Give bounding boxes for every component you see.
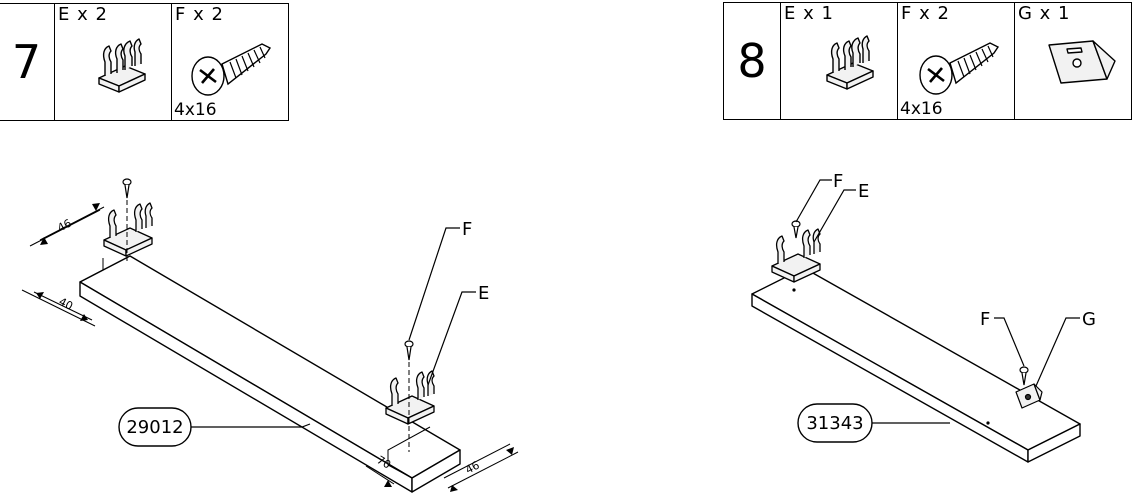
step7-part-e-cell: E x 2 bbox=[54, 3, 172, 121]
step7-dimension-bottom-left: 40 bbox=[57, 295, 75, 313]
step8-part-f-quantity: F x 2 bbox=[901, 3, 950, 24]
step8-part-g-quantity: G x 1 bbox=[1018, 3, 1071, 24]
step7-dimension-top-left: 46 bbox=[55, 217, 73, 235]
screw-icon bbox=[191, 43, 272, 96]
step8-screw-top bbox=[791, 220, 801, 239]
step8-callout-e: E bbox=[858, 181, 869, 202]
step8-clip bbox=[771, 228, 821, 283]
step8-part-g-cell: G x 1 bbox=[1014, 2, 1132, 120]
step8-number: 8 bbox=[737, 34, 767, 88]
step7-part-f-cell: F x 2 4x16 bbox=[171, 3, 289, 121]
step7-parts-table: 7 E x 2 F x 2 bbox=[0, 3, 289, 121]
step7-assembly-diagram: F E 46 40 70 46 29012 bbox=[21, 178, 519, 493]
step8-part-e-cell: E x 1 bbox=[780, 2, 898, 120]
step7-board bbox=[79, 255, 461, 493]
angle-bracket-icon bbox=[1048, 40, 1116, 84]
step7-screw-right bbox=[404, 340, 414, 361]
step7-dimension-right-46: 46 bbox=[463, 459, 481, 477]
step8-angle-bracket bbox=[1015, 383, 1043, 409]
step7-screw-left bbox=[122, 178, 132, 199]
screw-icon bbox=[919, 42, 1000, 95]
step8-callout-f-top: F bbox=[833, 171, 843, 192]
step8-part-f-size: 4x16 bbox=[900, 99, 943, 119]
step7-clip-left bbox=[103, 202, 153, 257]
step8-parts-table: 8 E x 1 F x 2 bbox=[723, 2, 1132, 120]
step7-number-cell: 7 bbox=[0, 3, 55, 121]
step8-board-code-badge: 31343 bbox=[797, 403, 950, 443]
step7-board-code: 29012 bbox=[126, 417, 183, 438]
step7-number: 7 bbox=[11, 35, 42, 89]
step7-callout-e: E bbox=[478, 283, 489, 304]
step8-part-e-quantity: E x 1 bbox=[784, 3, 834, 24]
clip-bracket-icon bbox=[826, 35, 874, 90]
step8-callout-g: G bbox=[1082, 309, 1096, 330]
step8-board-code: 31343 bbox=[806, 413, 863, 434]
step7-board-code-badge: 29012 bbox=[118, 407, 311, 447]
step7-clip-right bbox=[385, 370, 435, 425]
step8-assembly-diagram: F E F G 31343 bbox=[751, 171, 1096, 463]
step7-part-e-quantity: E x 2 bbox=[58, 4, 108, 25]
step7-part-f-quantity: F x 2 bbox=[175, 4, 224, 25]
step8-screw-right bbox=[1019, 366, 1029, 386]
step7-callout-f: F bbox=[462, 219, 472, 240]
step8-callout-f-right: F bbox=[980, 309, 990, 330]
step7-dimension-right-70: 70 bbox=[375, 453, 394, 471]
step8-part-f-cell: F x 2 4x16 bbox=[897, 2, 1015, 120]
clip-bracket-icon bbox=[98, 38, 146, 93]
step7-part-f-size: 4x16 bbox=[174, 100, 217, 120]
